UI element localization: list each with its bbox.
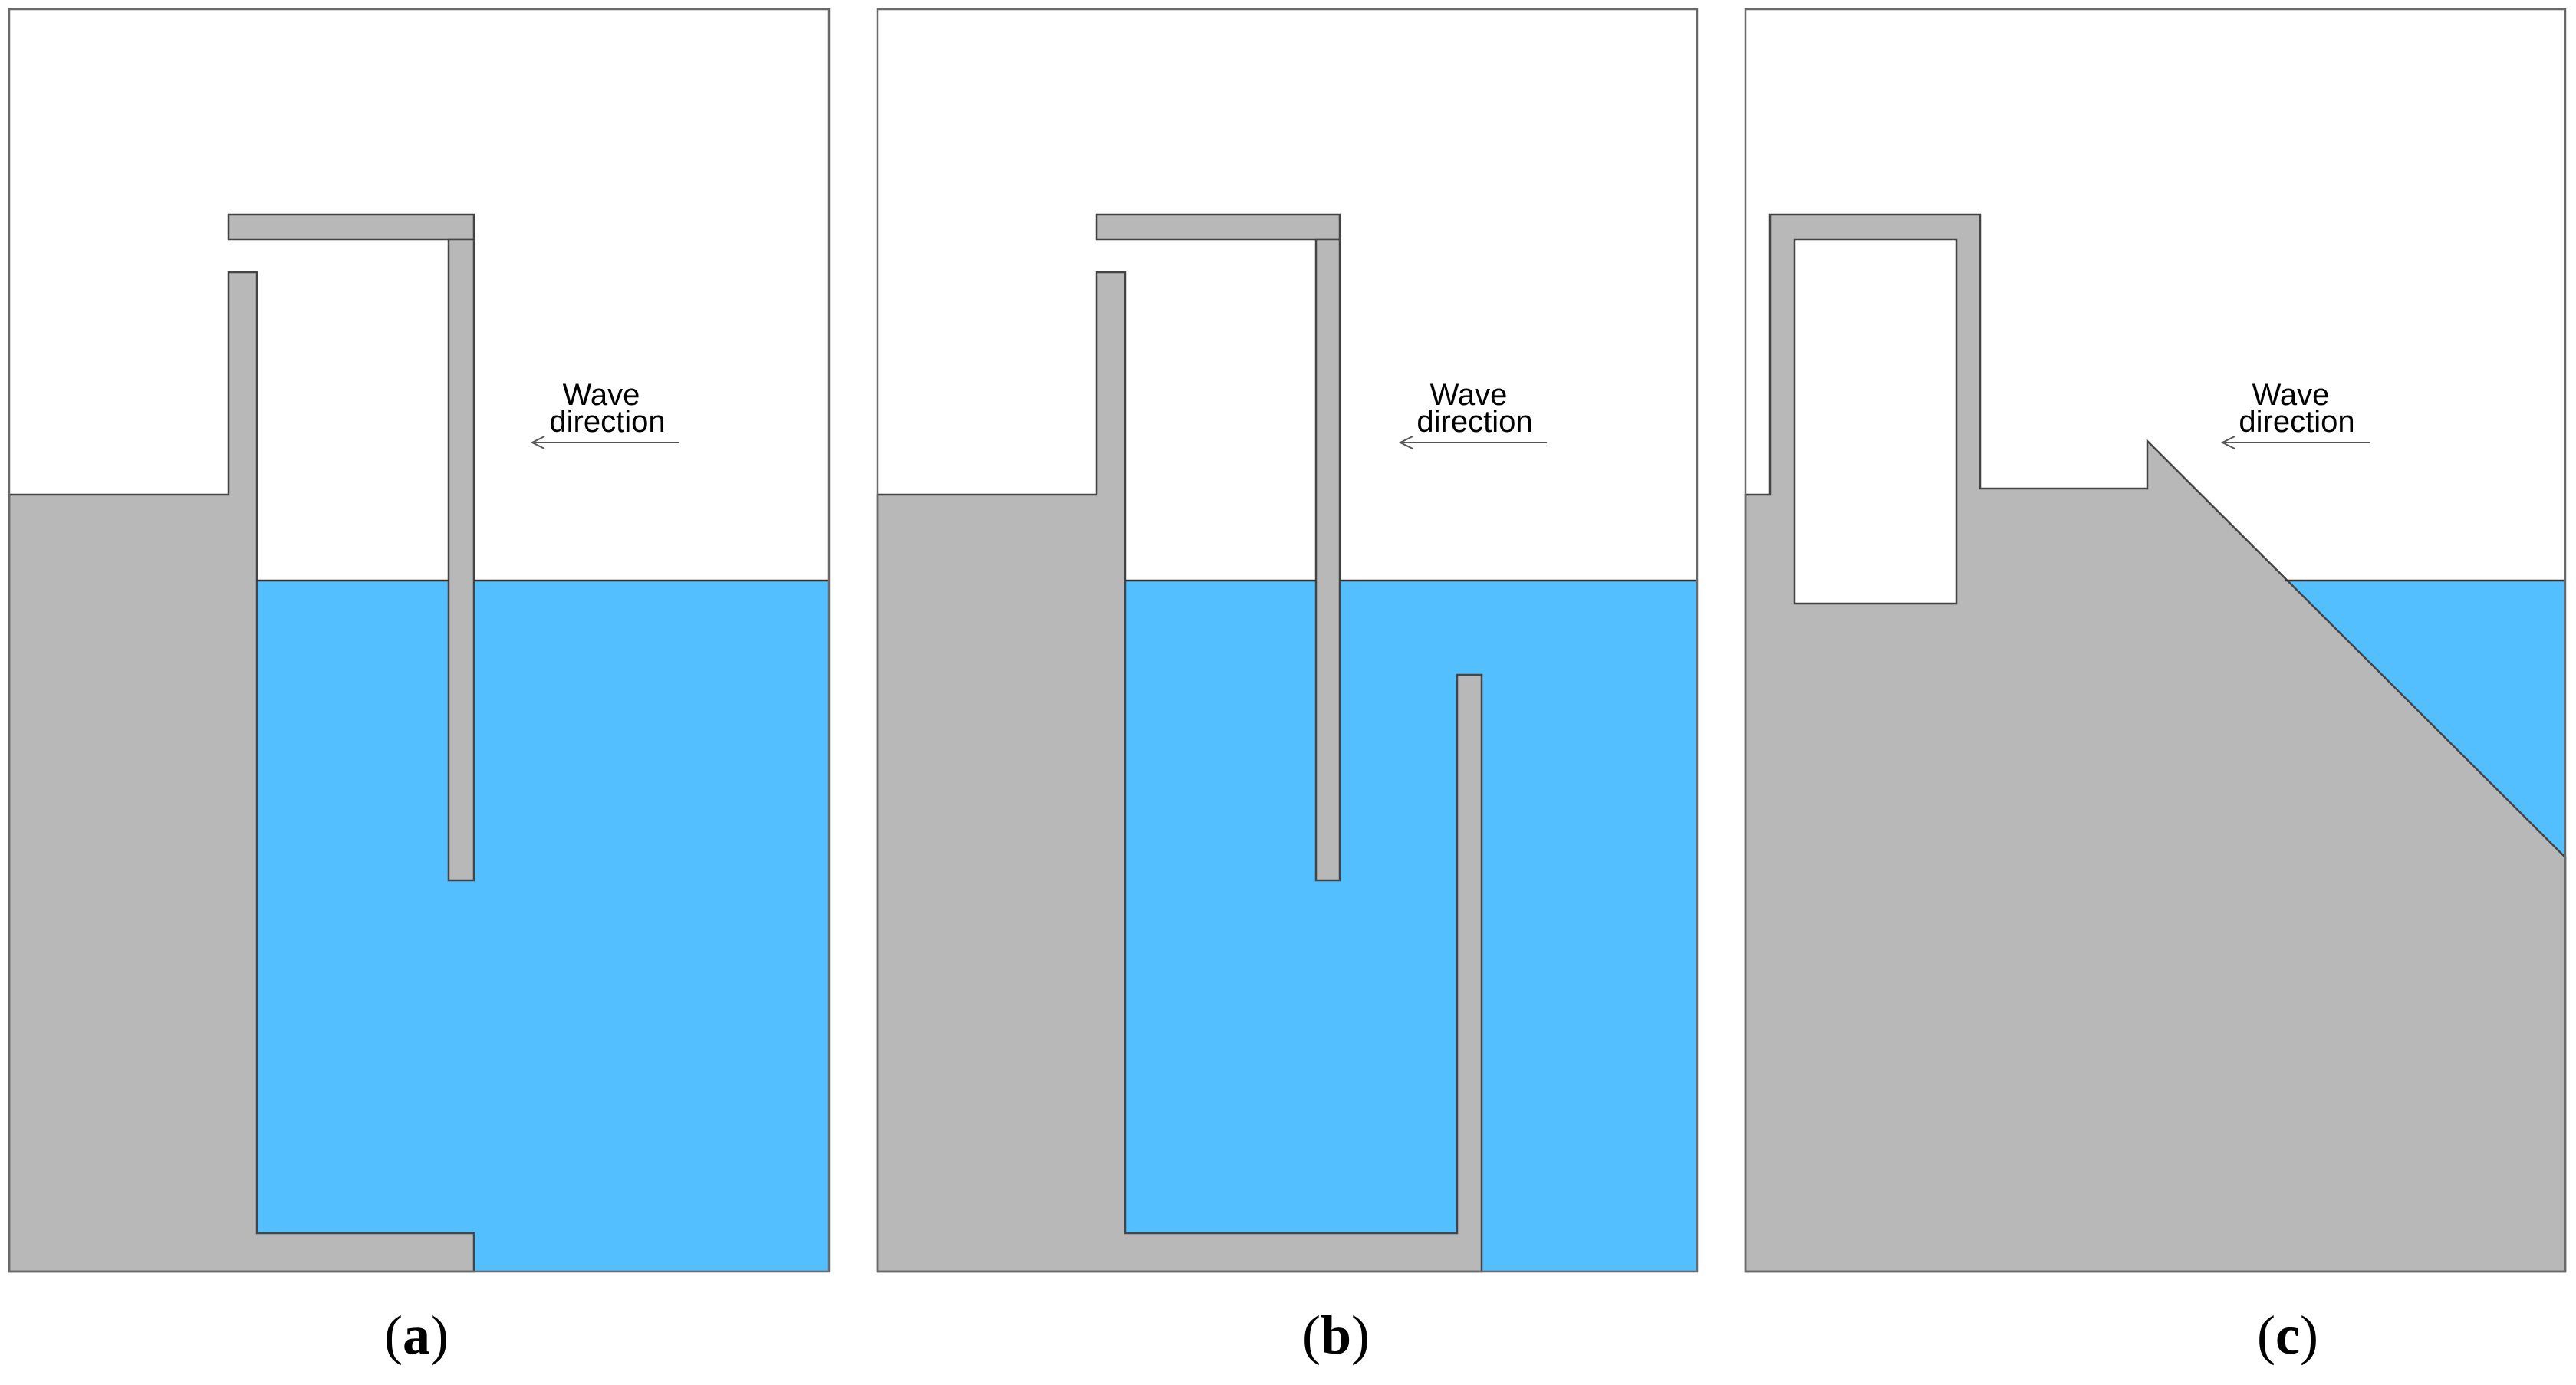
left-arrow-icon — [2220, 436, 2370, 449]
front-wall — [447, 238, 475, 882]
wave-label: Wave — [1430, 378, 1508, 412]
wave-label: Wave — [563, 378, 640, 412]
front-wall-top — [227, 213, 475, 241]
panel-caption: (c) — [2257, 1304, 2318, 1366]
left-arrow-icon — [1398, 436, 1547, 449]
panel-c: Wave direction (c) — [1744, 8, 2567, 1366]
front-wall — [1314, 238, 1341, 882]
panel-b: Wave direction (b) — [876, 8, 1699, 1366]
wave-label: direction — [549, 405, 665, 439]
water-region — [257, 581, 829, 1272]
wave-label: direction — [2239, 405, 2354, 439]
water-region — [1125, 581, 1697, 1272]
wave-label: Wave — [2252, 378, 2330, 412]
panel-caption: (b) — [1302, 1304, 1370, 1366]
domain-frame — [1744, 8, 2567, 1273]
front-wall-top — [1095, 213, 1341, 241]
domain-frame — [876, 8, 1699, 1273]
left-arrow-icon — [530, 436, 679, 449]
panel-a: Wave direction (a) — [8, 8, 831, 1366]
panel-caption: (a) — [384, 1304, 449, 1366]
air-chamber — [1793, 238, 1958, 605]
wave-label: direction — [1416, 405, 1532, 439]
domain-frame — [8, 8, 831, 1273]
